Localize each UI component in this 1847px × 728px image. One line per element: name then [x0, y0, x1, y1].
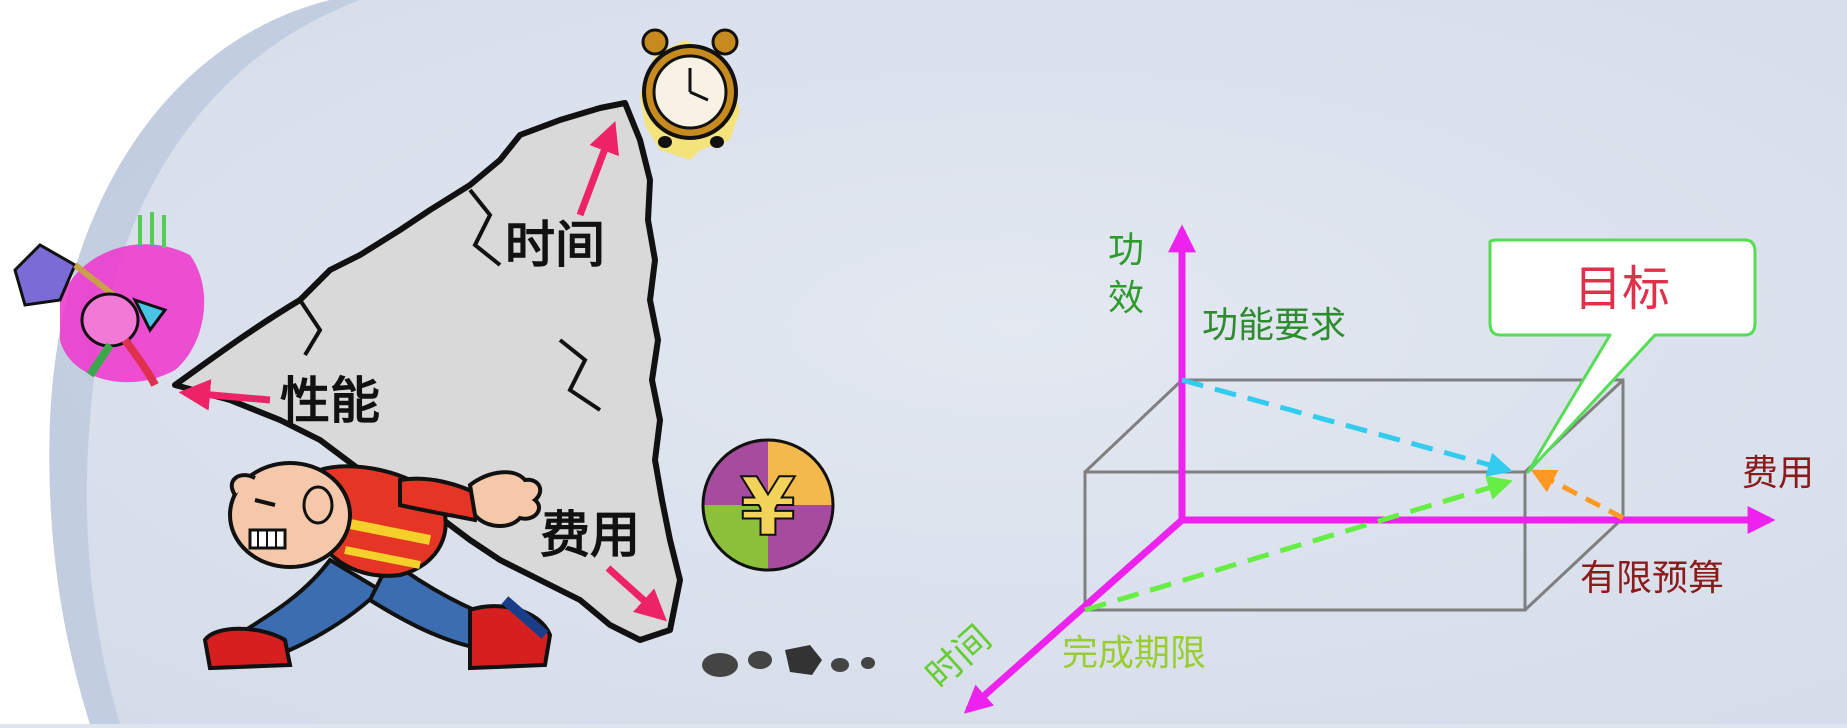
background-white-arc — [0, 0, 330, 724]
efficacy-axis-label-2: 效 — [1108, 278, 1144, 319]
time-arrow — [576, 121, 619, 217]
boulder-icon — [172, 100, 683, 643]
time-label: 时间 — [505, 216, 605, 274]
cost-label: 费用 — [540, 506, 640, 564]
coin-symbol: ¥ — [740, 461, 796, 554]
boulder-crack-icon — [468, 188, 502, 267]
target-label: 目标 — [1574, 261, 1670, 317]
pebble-icon — [785, 645, 822, 675]
three-d-diagram: 目标 功 效 功能要求 费用 有限预算 完成期限 时间 — [919, 224, 1814, 714]
pebble-icon — [831, 658, 849, 672]
performance-arrow — [178, 379, 271, 411]
background-blue-arc — [49, 0, 360, 724]
left-illustration: ¥ 时间 性能 费用 — [13, 28, 875, 677]
box-edge-front — [1083, 470, 1527, 612]
requirement-vector — [1181, 377, 1513, 477]
box-edge-back — [1083, 378, 1625, 518]
cost-arrow — [605, 565, 668, 622]
target-callout — [1488, 238, 1757, 474]
budget-vector — [1530, 469, 1625, 521]
straining-man-icon — [202, 461, 553, 671]
limited-budget-label: 有限预算 — [1580, 558, 1724, 599]
pebble-icon — [702, 653, 738, 677]
time-axis — [963, 517, 1185, 714]
performance-label: 性能 — [280, 372, 380, 430]
firework-rocket-icon — [13, 212, 205, 387]
box-edge-bottom-right — [1523, 516, 1625, 612]
boulder-crack-icon — [558, 338, 602, 412]
pebble-icon — [748, 651, 772, 669]
efficacy-axis-label-1: 功 — [1108, 230, 1144, 271]
alarm-clock-icon — [640, 28, 740, 160]
yuan-coin-icon: ¥ — [701, 438, 835, 572]
boulder-crack-icon — [298, 298, 323, 357]
cost-axis-label: 费用 — [1742, 453, 1814, 494]
pebble-icon — [861, 657, 875, 669]
deadline-vector — [1084, 475, 1513, 613]
functional-requirement-label: 功能要求 — [1202, 305, 1346, 346]
completion-deadline-label: 完成期限 — [1062, 633, 1206, 674]
